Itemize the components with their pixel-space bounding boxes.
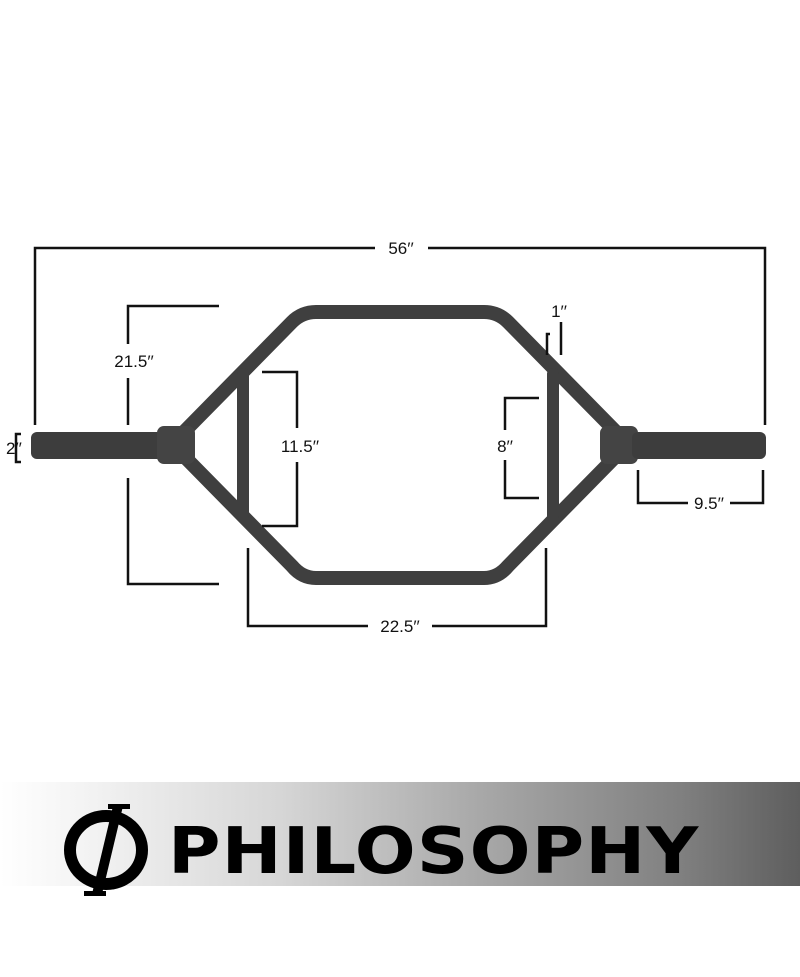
right-sleeve <box>632 432 766 459</box>
dim-sleeve-diameter: 2′′ <box>6 439 22 458</box>
dim-overall-length: 56′′ <box>388 239 413 258</box>
sleeves <box>31 426 766 464</box>
right-collar <box>600 426 638 464</box>
trap-bar <box>165 305 635 585</box>
dim-inner-width: 22.5′′ <box>380 617 419 636</box>
brand-name: PHILOSOPHY <box>168 815 700 889</box>
dim-low-handle-length: 11.5′′ <box>281 437 319 456</box>
left-collar <box>157 426 195 464</box>
dim-tube-thickness: 1′′ <box>551 302 567 321</box>
dim-frame-height: 21.5′′ <box>114 352 153 371</box>
left-sleeve <box>31 432 163 459</box>
dim-sleeve-length: 9.5′′ <box>694 494 724 513</box>
dim-high-handle-grip: 8′′ <box>497 437 513 456</box>
dimension-lines <box>14 246 767 628</box>
philosophy-phi-logo-icon <box>64 804 148 896</box>
